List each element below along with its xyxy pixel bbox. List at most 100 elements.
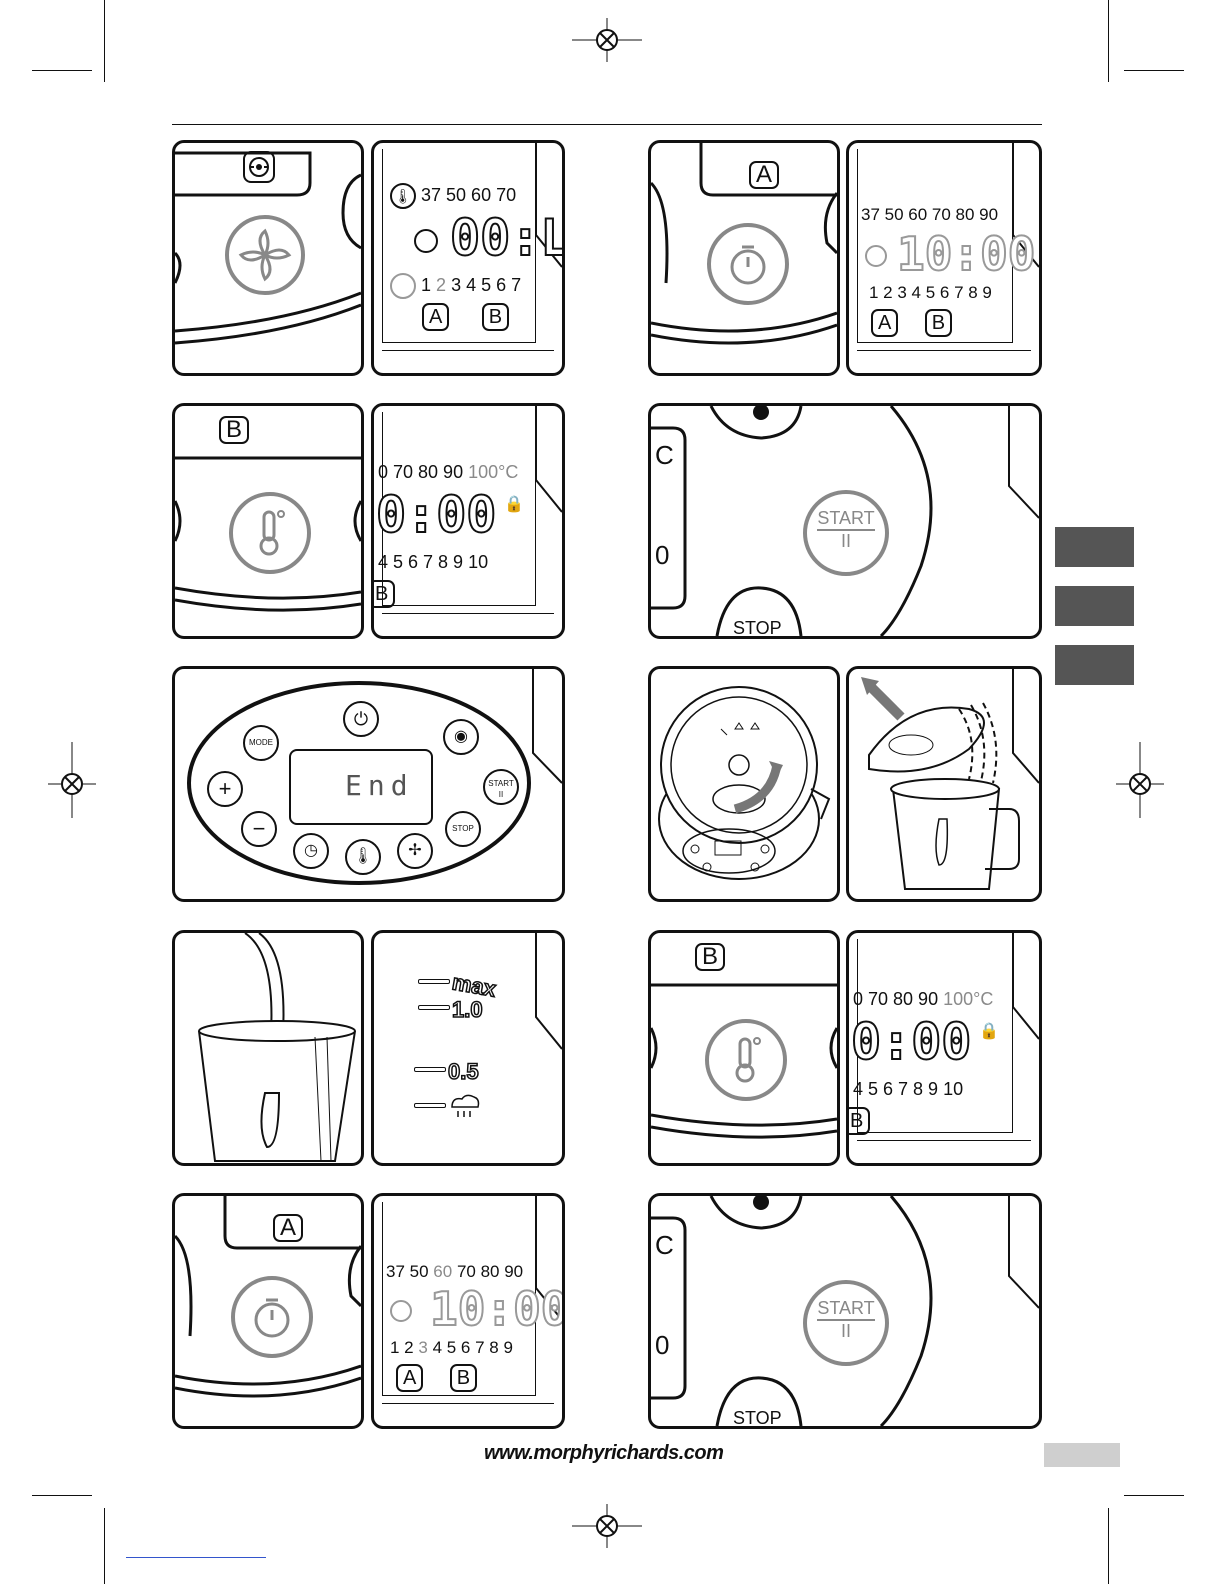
steam-icon (451, 1094, 480, 1117)
speed-scale-post: 4 5 6 7 8 9 (432, 1338, 513, 1357)
panel-display-timer: 37 50 60 70 80 90 10:00 1 2 3 4 5 6 7 8 … (846, 140, 1042, 376)
panel-speed-button (172, 140, 364, 376)
thermometer-icon (735, 1037, 761, 1083)
timer-button[interactable]: ◷ (293, 833, 329, 869)
time-display: 0:00 (850, 1012, 972, 1072)
side-tab-2 (1055, 586, 1134, 626)
plus-button[interactable]: + (207, 771, 243, 807)
registration-mark-top (572, 18, 642, 62)
thermometer-icon: 🌡 (390, 183, 416, 209)
timer-icon (414, 229, 438, 253)
pause-small-label: II (498, 790, 504, 799)
panel-timer-button-2: A (172, 1193, 364, 1429)
lock-icon: 🔒 (979, 1023, 999, 1040)
stop-label: STOP (733, 618, 782, 638)
page-number-tab (1044, 1443, 1120, 1467)
timer-icon (254, 1298, 290, 1338)
pause-label: II (840, 1321, 851, 1341)
timer-icon (730, 245, 766, 285)
program-a: A (871, 309, 899, 337)
temperature-button[interactable] (229, 492, 311, 574)
temperature-highlighted: 100°C (943, 989, 994, 1009)
registration-mark-left (48, 742, 96, 818)
partial-label-zero: 0 (655, 540, 670, 570)
panel-timer-button: A (648, 140, 840, 376)
panel-lid-lift (846, 666, 1042, 902)
speed-select-button[interactable]: ◉ (443, 719, 479, 755)
temperature-highlighted: 100°C (468, 462, 519, 482)
panel-pour-liquid (172, 930, 364, 1166)
panel-display-temperature: 0 70 80 90 100°C 0:00 🔒 4 5 6 7 8 9 10 B (371, 403, 565, 639)
speed-scale-pre: 1 (421, 274, 432, 295)
panel-lid-rotate (648, 666, 840, 902)
program-b-button[interactable]: B (219, 416, 250, 444)
fan-icon (238, 228, 292, 282)
temperature-scale: 0 70 80 90 (378, 462, 464, 482)
time-display: 10:00 (429, 1281, 565, 1337)
time-display: 10:00 (896, 226, 1036, 282)
minus-button[interactable]: − (241, 811, 277, 847)
start-button[interactable]: START II (803, 1280, 889, 1366)
temperature-button[interactable]: 🌡 (345, 839, 381, 875)
level-1-0: 1.0 (451, 996, 483, 1023)
speed-button[interactable] (225, 215, 305, 295)
level-0-5: 0.5 (447, 1058, 479, 1085)
start-button[interactable]: START II (803, 490, 889, 576)
temperature-scale: 37 50 60 70 80 90 (861, 205, 999, 224)
pause-label: II (840, 531, 851, 551)
speed-select-icon[interactable] (243, 151, 275, 183)
website-url[interactable]: www.morphyrichards.com (484, 1442, 724, 1464)
time-display: 0:00 (375, 485, 497, 545)
registration-mark-right (1116, 742, 1164, 818)
program-b-button[interactable]: B (695, 943, 726, 971)
timer-icon (865, 245, 887, 267)
temperature-button[interactable] (705, 1019, 787, 1101)
speed-scale: 1 2 3 4 5 6 7 8 9 (869, 283, 992, 302)
partial-label-zero: 0 (655, 1330, 670, 1360)
start-pause-button[interactable]: START II (483, 769, 519, 805)
time-display: 00:L (449, 208, 565, 268)
timer-button[interactable] (231, 1276, 313, 1358)
program-b-partial: B (374, 580, 396, 608)
power-button[interactable]: ⏻ (343, 701, 379, 737)
mode-button[interactable]: MODE (243, 725, 279, 761)
lid-rotate-illustration (658, 686, 831, 880)
side-tab-3 (1055, 645, 1134, 685)
program-a: A (396, 1364, 424, 1392)
temperature-scale-post: 70 80 90 (456, 1262, 524, 1281)
speed-scale: 4 5 6 7 8 9 10 (378, 552, 489, 572)
lock-icon: 🔒 (504, 496, 524, 513)
timer-button[interactable] (707, 223, 789, 305)
pour-illustration (198, 933, 356, 1162)
fan-small-icon (390, 273, 416, 299)
start-small-label: START (488, 779, 514, 788)
bottom-underline (126, 1557, 266, 1558)
panel-control-end: End ⏻ MODE ◉ + START II − STOP ◷ 🌡 ✢ (172, 666, 565, 902)
temperature-highlighted: 60 (433, 1262, 453, 1281)
partial-label-c: C (655, 1230, 674, 1260)
speed-scale: 4 5 6 7 8 9 10 (853, 1079, 964, 1099)
panel-display-speed: 🌡 37 50 60 70 00:L 1 2 3 4 5 6 7 A B (371, 140, 565, 376)
timer-icon (390, 1300, 412, 1322)
registration-mark-bottom (572, 1504, 642, 1548)
side-tab-1 (1055, 527, 1134, 567)
lcd-display: End (289, 749, 433, 825)
program-b: B (449, 1364, 478, 1392)
panel-temperature-button: B (172, 403, 364, 639)
partial-label-c: C (655, 440, 674, 470)
program-b: B (924, 309, 953, 337)
speed-highlighted: 3 (418, 1338, 428, 1357)
speed-button[interactable]: ✢ (397, 833, 433, 869)
stop-label: STOP (733, 1408, 782, 1428)
program-a-button[interactable]: A (273, 1214, 304, 1242)
thermometer-icon (259, 510, 285, 556)
program-a-button[interactable]: A (749, 161, 780, 189)
panel-display-timer-2: 37 50 60 70 80 90 10:00 1 2 3 4 5 6 7 8 … (371, 1193, 565, 1429)
speed-scale-pre: 1 2 (390, 1338, 414, 1357)
stop-button[interactable]: STOP (445, 811, 481, 847)
program-b: B (481, 303, 510, 331)
start-label: START (817, 1298, 875, 1321)
speed-highlighted: 2 (436, 274, 447, 295)
speed-scale-post: 3 4 5 6 7 (451, 274, 522, 295)
